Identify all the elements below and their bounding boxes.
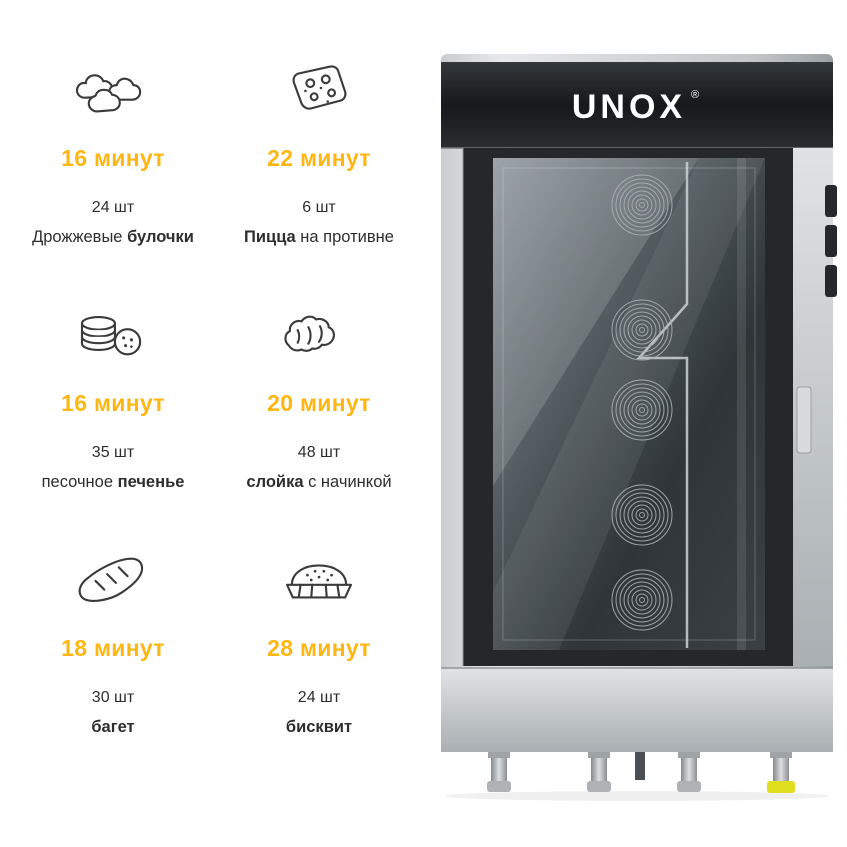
baking-item-dough: 20 минут 48 шт слойка с начинкой (216, 303, 422, 548)
knob-3[interactable] (825, 265, 837, 297)
baking-item-biscuit: 28 минут 24 шт бисквит (216, 548, 422, 793)
bake-time: 16 минут (61, 145, 165, 171)
floor-shadow (445, 791, 829, 801)
inner-glass-pane (502, 167, 756, 641)
oven-base (441, 668, 833, 752)
leg (587, 752, 611, 792)
item-name-post: на противне (295, 228, 394, 246)
baking-items-grid: 16 минут 24 шт Дрожжевые булочки (10, 58, 422, 793)
item-name-pre: Дрожжевые (32, 228, 128, 246)
item-name-post: с начинкой (303, 473, 392, 491)
quantity: 6 шт (302, 199, 336, 216)
knob-1[interactable] (825, 185, 837, 217)
glass-highlight (737, 158, 746, 650)
baking-item-cookies: 16 минут 35 шт песочное печенье (10, 303, 216, 548)
quantity: 35 шт (91, 444, 135, 461)
item-name-bold: булочки (127, 228, 194, 246)
bake-time: 16 минут (61, 390, 165, 416)
dough-icon (274, 303, 364, 365)
item-name-bold: бисквит (285, 718, 353, 736)
knob-2[interactable] (825, 225, 837, 257)
baking-item-baguette: 18 минут 30 шт багет (10, 548, 216, 793)
yellow-foot (767, 781, 795, 793)
item-name-pre: песочное (41, 473, 118, 491)
glass-reflection (493, 158, 699, 486)
item-name-bold: Пицца (244, 228, 296, 246)
bake-time: 28 минут (267, 635, 371, 661)
pizza-tray-icon (274, 58, 364, 120)
quantity: 30 шт (91, 689, 135, 706)
oven-top-panel (441, 62, 833, 148)
item-name-bold: печенье (117, 473, 185, 491)
bread-rolls-icon (68, 58, 158, 120)
item-name-bold: слойка (246, 473, 304, 491)
cake-pan-icon (274, 548, 364, 610)
drain-pipe (635, 752, 645, 780)
item-name: слойка с начинкой (246, 472, 391, 493)
baking-item-rolls: 16 минут 24 шт Дрожжевые булочки (10, 58, 216, 303)
item-name-bold: багет (91, 718, 135, 736)
bake-time: 18 минут (61, 635, 165, 661)
unox-logo: UNOX (572, 88, 686, 126)
quantity: 24 шт (91, 199, 135, 216)
baking-item-pizza: 22 минут 6 шт Пицца на противне (216, 58, 422, 303)
bake-time: 20 минут (267, 390, 371, 416)
oven-legs (487, 752, 795, 793)
leg-with-yellow-foot (767, 752, 795, 793)
quantity: 24 шт (297, 689, 341, 706)
control-knobs[interactable] (825, 185, 837, 297)
door-handle[interactable] (796, 386, 812, 454)
leg (487, 752, 511, 792)
item-name: песочное печенье (42, 472, 185, 493)
baguette-icon (68, 548, 158, 610)
item-name: Пицца на противне (244, 227, 394, 248)
item-name: бисквит (286, 717, 352, 738)
item-name: багет (91, 717, 134, 738)
heating-element (636, 162, 689, 648)
registered-mark: ® (691, 89, 699, 101)
oven-image: UNOX ® (437, 52, 837, 802)
item-name: Дрожжевые булочки (32, 227, 194, 248)
quantity: 48 шт (297, 444, 341, 461)
cookies-stack-icon (68, 303, 158, 365)
leg (677, 752, 701, 792)
bake-time: 22 минут (267, 145, 371, 171)
